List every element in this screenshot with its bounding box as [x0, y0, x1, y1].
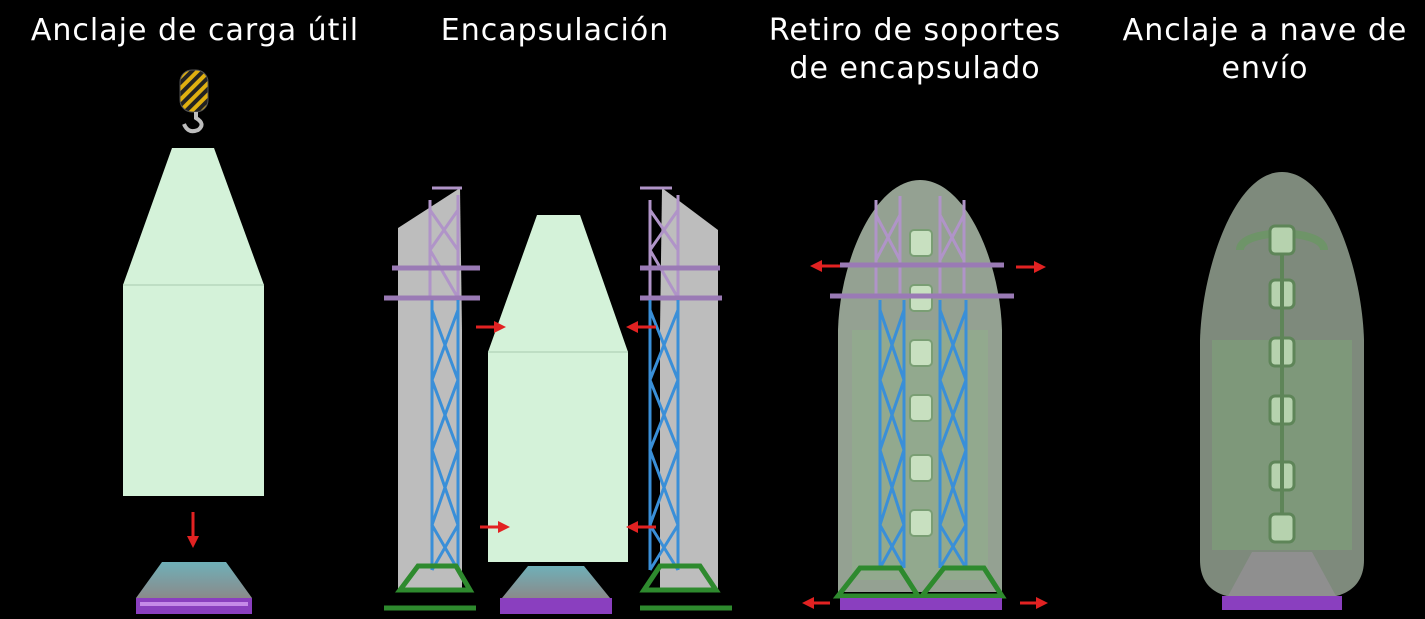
step-1-title: Anclaje de carga útil: [30, 13, 360, 48]
step-4-title: Anclaje a nave de envío: [1105, 12, 1425, 88]
step-1-illustration: [123, 69, 264, 614]
step-4-title-line-1: Anclaje a nave de: [1122, 13, 1408, 48]
step-3-illustration: [802, 180, 1048, 610]
inward-arrows: [476, 321, 656, 533]
payload-module: [488, 215, 628, 562]
step-3-title-line-2: de encapsulado: [789, 51, 1041, 86]
crane-hook-icon: [179, 69, 209, 134]
payload-adapter-base: [500, 566, 612, 614]
payload-adapter-base: [136, 562, 252, 614]
right-fairing-half: [639, 186, 732, 611]
outward-arrows: [802, 260, 1048, 609]
step-4-title-line-2: envío: [1221, 51, 1309, 86]
left-fairing-half: [384, 186, 480, 611]
down-arrow: [187, 512, 199, 548]
step-3-title: Retiro de soportes de encapsulado: [735, 12, 1095, 88]
step-2-title: Encapsulación: [440, 13, 670, 48]
step-2-illustration: [384, 186, 732, 614]
step-4-illustration: [1200, 172, 1364, 610]
inner-chain: [909, 229, 933, 537]
payload-module: [123, 148, 264, 496]
step-3-title-line-1: Retiro de soportes: [768, 13, 1062, 48]
